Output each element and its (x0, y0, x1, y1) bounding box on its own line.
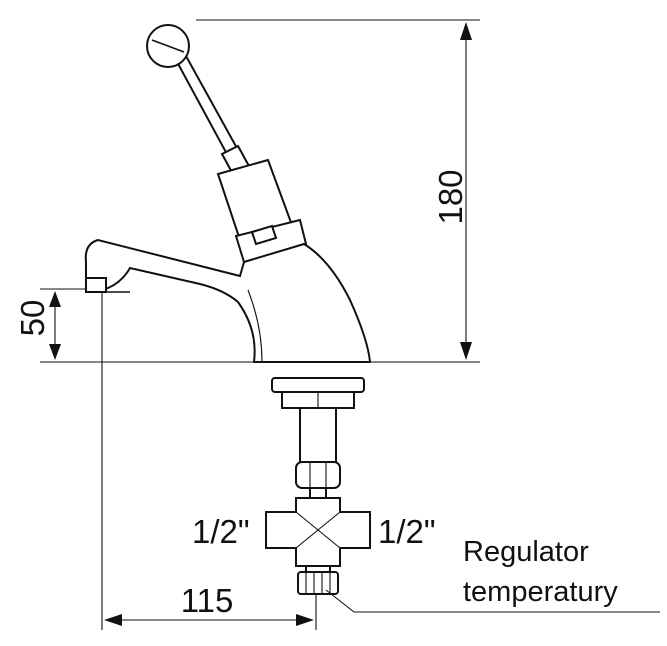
cross-body (265, 497, 371, 567)
spout-aerator (85, 277, 107, 293)
head-ring (234, 218, 308, 264)
regulator-callout-line2: temperatury (463, 576, 618, 608)
height-dimension-label: 180 (432, 169, 469, 224)
compression-nut (295, 461, 341, 489)
head-screw (250, 224, 278, 246)
lever-knob-slot (151, 39, 185, 53)
faucet-body (84, 238, 372, 363)
shank-neck (309, 487, 327, 499)
temperature-regulator-knob (297, 571, 339, 595)
mixing-cross (265, 497, 371, 595)
spout-height-label: 50 (14, 300, 51, 337)
mounting-shank (271, 377, 365, 499)
lever-arm (174, 54, 240, 158)
body-casting (84, 238, 372, 363)
spout-height-arrow-top (49, 291, 61, 307)
lever-handle (146, 24, 252, 178)
regulator-callout: Regulator temperatury (325, 536, 660, 613)
spout-reach-label: 115 (181, 582, 234, 619)
body-highlight (247, 289, 263, 363)
faucet-head (216, 158, 308, 264)
threaded-shank (299, 407, 337, 465)
right-inlet-size-label: 1/2" (378, 513, 436, 550)
height-arrow-bottom (460, 342, 472, 360)
height-dimension: 180 (196, 19, 480, 363)
cross-diagonal-b (295, 511, 341, 549)
spout-reach-arrow-left (104, 614, 122, 626)
regulator-callout-line1: Regulator (463, 536, 589, 568)
spout-reach-dimension: 115 (101, 292, 317, 630)
regulator-leader-line (325, 589, 660, 613)
spout-reach-arrow-right (296, 614, 314, 626)
spout-height-dimension: 50 (14, 288, 260, 363)
spout-height-arrow-bottom (49, 344, 61, 360)
mounting-washer (271, 377, 365, 393)
height-arrow-top (460, 22, 472, 40)
left-inlet-size-label: 1/2" (192, 513, 250, 550)
